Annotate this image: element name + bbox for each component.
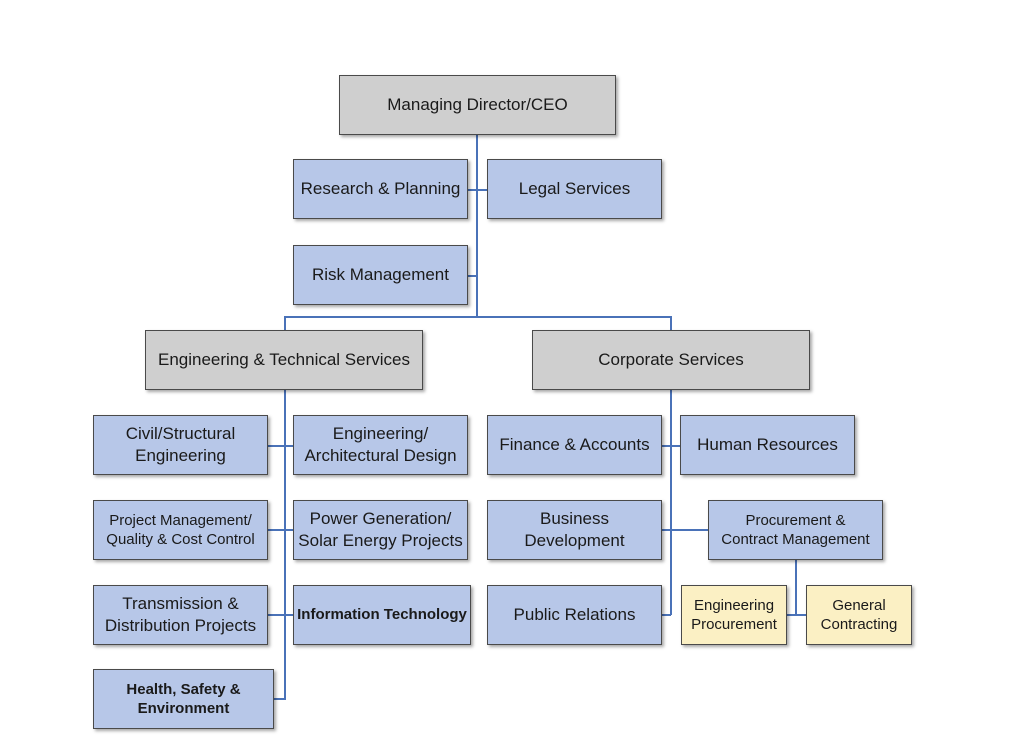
connector-business-dev (660, 529, 671, 531)
power-generation-label: Power Generation/ Solar Energy Projects (298, 508, 463, 550)
legal-services-box: Legal Services (487, 159, 662, 219)
finance-accounts-box: Finance & Accounts (487, 415, 662, 475)
connector-procurement-trunk (795, 559, 797, 615)
engineering-architectural-box: Engineering/ Architectural Design (293, 415, 468, 475)
connector-hr (671, 445, 681, 447)
transmission-distribution-label: Transmission & Distribution Projects (104, 593, 257, 635)
ceo-box: Managing Director/CEO (339, 75, 616, 135)
connector-procurement (671, 529, 709, 531)
research-planning-box: Research & Planning (293, 159, 468, 219)
health-safety-box: Health, Safety & Environment (93, 669, 274, 729)
information-technology-box: Information Technology (293, 585, 471, 645)
connector-eng-arch (285, 445, 294, 447)
ceo-label: Managing Director/CEO (387, 94, 568, 114)
procurement-contract-box: Procurement & Contract Management (708, 500, 883, 560)
procurement-contract-label: Procurement & Contract Management (721, 511, 870, 549)
human-resources-label: Human Resources (697, 434, 838, 454)
connector-risk (467, 275, 477, 277)
connector-eng-procurement (785, 614, 796, 616)
connector-power-gen (285, 529, 294, 531)
civil-structural-label: Civil/Structural Engineering (125, 423, 236, 465)
business-development-box: Business Development (487, 500, 662, 560)
project-management-box: Project Management/ Quality & Cost Contr… (93, 500, 268, 560)
connector-transmission (267, 614, 285, 616)
connector-finance (660, 445, 671, 447)
engineering-architectural-label: Engineering/ Architectural Design (304, 423, 457, 465)
engineering-procurement-box: Engineering Procurement (681, 585, 787, 645)
engineering-division-box: Engineering & Technical Services (145, 330, 423, 390)
connector-ceo-trunk (476, 134, 478, 317)
general-contracting-box: General Contracting (806, 585, 912, 645)
connector-general-contracting (796, 614, 807, 616)
civil-structural-box: Civil/Structural Engineering (93, 415, 268, 475)
human-resources-box: Human Resources (680, 415, 855, 475)
connector-legal (477, 189, 487, 191)
connector-research (467, 189, 477, 191)
information-technology-label: Information Technology (297, 606, 467, 624)
corporate-division-label: Corporate Services (598, 349, 744, 369)
connector-project-mgmt (267, 529, 285, 531)
business-development-label: Business Development (524, 508, 625, 550)
transmission-distribution-box: Transmission & Distribution Projects (93, 585, 268, 645)
connector-public-relations (660, 614, 671, 616)
health-safety-label: Health, Safety & Environment (126, 680, 241, 718)
finance-accounts-label: Finance & Accounts (499, 434, 650, 454)
engineering-procurement-label: Engineering Procurement (691, 596, 777, 634)
connector-engineering-trunk (284, 389, 286, 699)
public-relations-label: Public Relations (513, 604, 636, 624)
risk-management-label: Risk Management (311, 264, 449, 284)
general-contracting-label: General Contracting (820, 596, 898, 634)
engineering-division-label: Engineering & Technical Services (158, 349, 410, 369)
research-planning-label: Research & Planning (300, 178, 461, 198)
legal-services-label: Legal Services (518, 178, 631, 198)
connector-corporate-trunk (670, 389, 672, 615)
risk-management-box: Risk Management (293, 245, 468, 305)
connector-division-bar (284, 316, 672, 318)
connector-health-safety (273, 698, 286, 700)
corporate-division-box: Corporate Services (532, 330, 810, 390)
connector-engineering-drop (284, 316, 286, 331)
connector-corporate-drop (670, 316, 672, 331)
connector-civil (267, 445, 285, 447)
project-management-label: Project Management/ Quality & Cost Contr… (106, 511, 255, 549)
connector-info-tech (285, 614, 294, 616)
public-relations-box: Public Relations (487, 585, 662, 645)
power-generation-box: Power Generation/ Solar Energy Projects (293, 500, 468, 560)
